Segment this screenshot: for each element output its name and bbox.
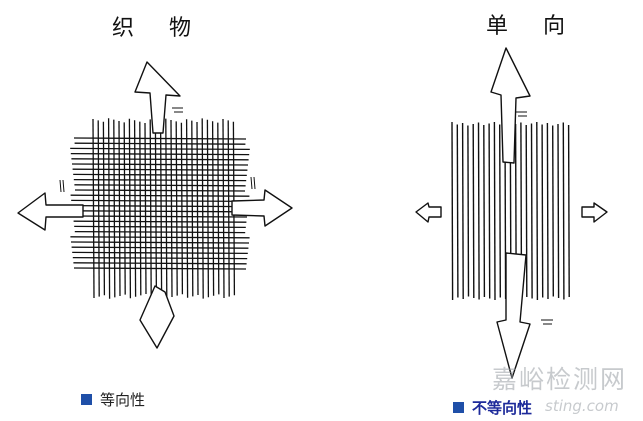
weft-line [73, 267, 247, 270]
weft-line [71, 158, 249, 161]
anisotropic-legend: 不等向性 [453, 397, 532, 418]
warp-line [170, 119, 173, 298]
fiber-line [493, 121, 496, 301]
isotropic-label: 等向性 [100, 391, 146, 409]
weft-line [71, 199, 249, 203]
weft-line [71, 163, 249, 166]
warp-line [123, 122, 126, 295]
fiber-line [467, 125, 470, 297]
fiber-line [552, 125, 554, 297]
warp-line [133, 120, 137, 297]
warp-line [149, 119, 152, 298]
weft-line [74, 142, 246, 145]
fabric-right-arrow-icon [231, 189, 293, 227]
warp-line [175, 121, 178, 296]
warp-line [217, 122, 220, 295]
fabric-title: 织 物 [112, 16, 205, 41]
weft-line [73, 220, 247, 223]
motion-marks [59, 107, 553, 325]
fiber-line [562, 122, 565, 300]
weft-line [73, 262, 247, 265]
warp-line [139, 121, 142, 296]
warp-line [222, 118, 225, 299]
fabric-up-arrow-icon [134, 61, 181, 134]
warp-line [144, 122, 147, 295]
watermark-logo: 嘉峪检测网 [492, 365, 628, 394]
warp-line [159, 122, 163, 295]
fiber-line [472, 123, 475, 299]
weft-line [71, 246, 249, 249]
legend-square-icon [81, 394, 92, 405]
weft-line [73, 178, 247, 182]
weft-line [72, 210, 248, 213]
weft-line [70, 236, 250, 239]
warp-line [180, 122, 184, 295]
weft-line [70, 194, 250, 197]
fiber-line [488, 123, 491, 299]
fabric-down-arrow-icon [139, 285, 175, 349]
fiber-line [557, 123, 560, 299]
warp-line [97, 120, 100, 297]
fiber-line [451, 121, 454, 301]
weft-line [72, 251, 248, 255]
watermark-url: sting.com [545, 397, 619, 415]
fabric-weft-lines [70, 137, 250, 270]
warp-line [113, 119, 116, 298]
weft-line [74, 230, 246, 234]
fiber-line [525, 124, 528, 298]
weft-line [73, 173, 247, 177]
warp-line [165, 118, 168, 299]
warp-line [211, 121, 215, 296]
weft-line [71, 204, 249, 208]
fiber-line [499, 124, 501, 298]
weft-line [72, 168, 248, 171]
warp-line [128, 118, 132, 299]
fiber-line [536, 121, 539, 301]
weft-line [70, 241, 250, 244]
fabric-warp-lines [92, 118, 236, 299]
fiber-line [567, 124, 570, 298]
warp-line [154, 120, 158, 297]
weft-line [70, 152, 250, 156]
legend-square-icon [453, 402, 464, 413]
weft-line [73, 137, 247, 140]
warp-line [107, 118, 111, 299]
fiber-line [483, 124, 486, 298]
fiber-line [541, 124, 544, 298]
uni-down-arrow-icon [496, 252, 531, 379]
fabric-left-arrow-icon [17, 192, 84, 231]
warp-line [227, 120, 230, 297]
fiber-line [456, 124, 459, 298]
warp-line [92, 118, 95, 299]
weft-line [72, 256, 248, 260]
warp-line [201, 118, 204, 299]
unidirectional-title: 单 向 [486, 14, 579, 39]
warp-line [185, 119, 189, 298]
isotropic-legend: 等向性 [81, 389, 145, 410]
unidirectional-fibers [451, 121, 570, 301]
warp-line [102, 121, 106, 296]
weft-line [74, 184, 246, 187]
warp-line [191, 120, 194, 297]
weft-line [74, 225, 246, 229]
warp-line [118, 120, 121, 297]
uni-left-arrow-icon [415, 202, 442, 223]
warp-line [196, 121, 199, 296]
warp-line [206, 119, 210, 298]
fiber-line [477, 122, 480, 300]
weft-line [70, 147, 250, 151]
uni-up-arrow-icon [490, 47, 531, 164]
uni-right-arrow-icon [581, 202, 608, 223]
weft-line [74, 189, 246, 192]
fiber-line [546, 122, 549, 300]
fiber-line [530, 123, 533, 299]
fiber-line [461, 122, 464, 300]
weft-line [72, 215, 248, 218]
anisotropic-label: 不等向性 [472, 399, 533, 417]
